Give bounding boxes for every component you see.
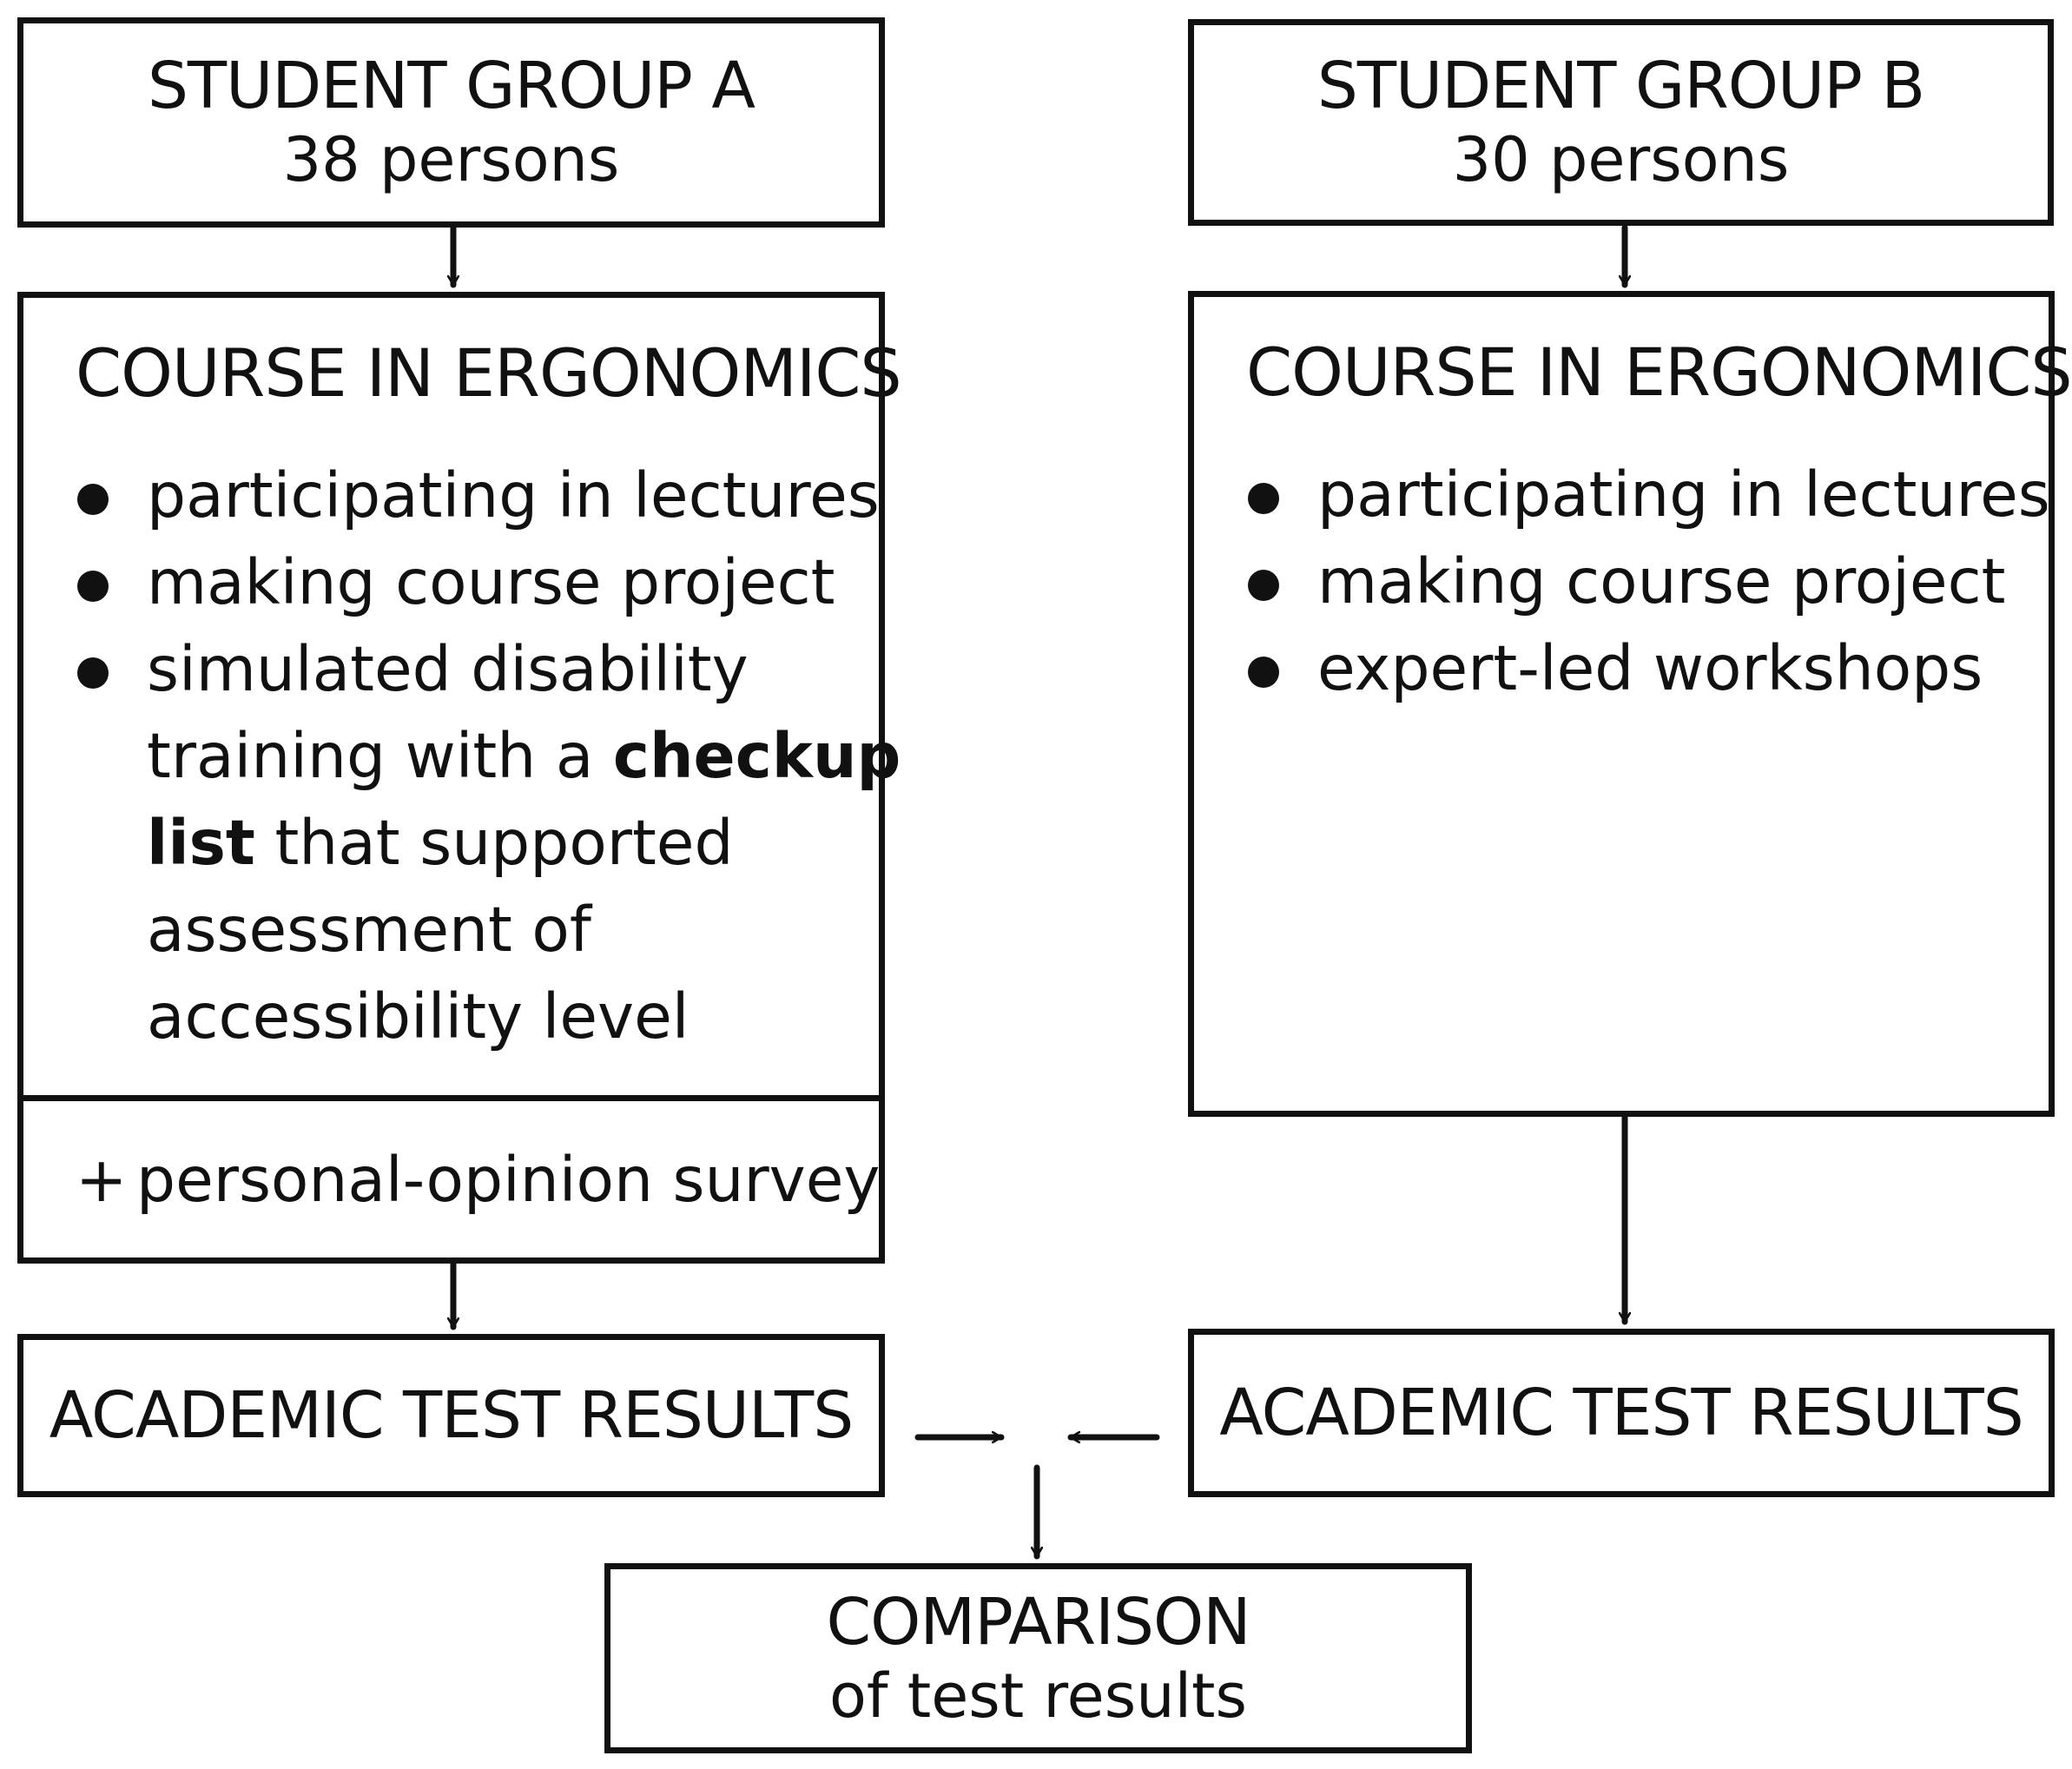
list-item: making course project — [1194, 538, 2050, 625]
survey-a-box: + personal-opinion survey — [17, 1095, 885, 1264]
comparison-title: COMPARISON — [826, 1584, 1250, 1660]
bullet-icon — [1248, 570, 1279, 601]
bullet-icon — [1248, 483, 1279, 514]
list-item: participating in lectures — [1194, 452, 2050, 538]
list-item: simulated disability training with a che… — [23, 626, 901, 1060]
academic-results-a-box: ACADEMIC TEST RESULTS — [17, 1334, 885, 1497]
comparison-box: COMPARISON of test results — [604, 1563, 1472, 1753]
course-a-activity-list: participating in lectures making course … — [23, 452, 901, 1060]
course-a-box: COURSE IN ERGONOMICS participating in le… — [17, 292, 902, 1101]
bullet-icon — [77, 657, 109, 689]
bullet-icon — [77, 484, 109, 515]
comparison-subtitle: of test results — [829, 1660, 1247, 1732]
academic-results-b-box: ACADEMIC TEST RESULTS — [1188, 1329, 2055, 1497]
survey-label: + personal-opinion survey — [76, 1143, 881, 1216]
student-group-b-title: STUDENT GROUP B — [1316, 49, 1925, 124]
course-b-activity-list: participating in lectures making course … — [1194, 452, 2050, 712]
student-group-a-count: 38 persons — [282, 124, 620, 196]
student-group-a-title: STUDENT GROUP A — [147, 49, 756, 124]
bullet-icon — [1248, 657, 1279, 688]
course-b-title: COURSE IN ERGONOMICS — [1246, 333, 2072, 411]
course-a-title: COURSE IN ERGONOMICS — [76, 334, 902, 412]
academic-results-a-label: ACADEMIC TEST RESULTS — [49, 1378, 854, 1453]
list-item: participating in lectures — [23, 452, 901, 539]
checkup-list-emphasis: checkup — [612, 720, 901, 792]
list-item: expert-led workshops — [1194, 625, 2050, 712]
bullet-icon — [77, 571, 109, 602]
student-group-b-box: STUDENT GROUP B 30 persons — [1188, 19, 2054, 226]
academic-results-b-label: ACADEMIC TEST RESULTS — [1219, 1376, 2023, 1450]
course-b-box: COURSE IN ERGONOMICS participating in le… — [1188, 291, 2072, 1117]
student-group-b-count: 30 persons — [1452, 124, 1790, 196]
list-item: making course project — [23, 539, 901, 626]
plus-icon: + — [76, 1143, 128, 1216]
student-group-a-box: STUDENT GROUP A 38 persons — [17, 17, 885, 228]
